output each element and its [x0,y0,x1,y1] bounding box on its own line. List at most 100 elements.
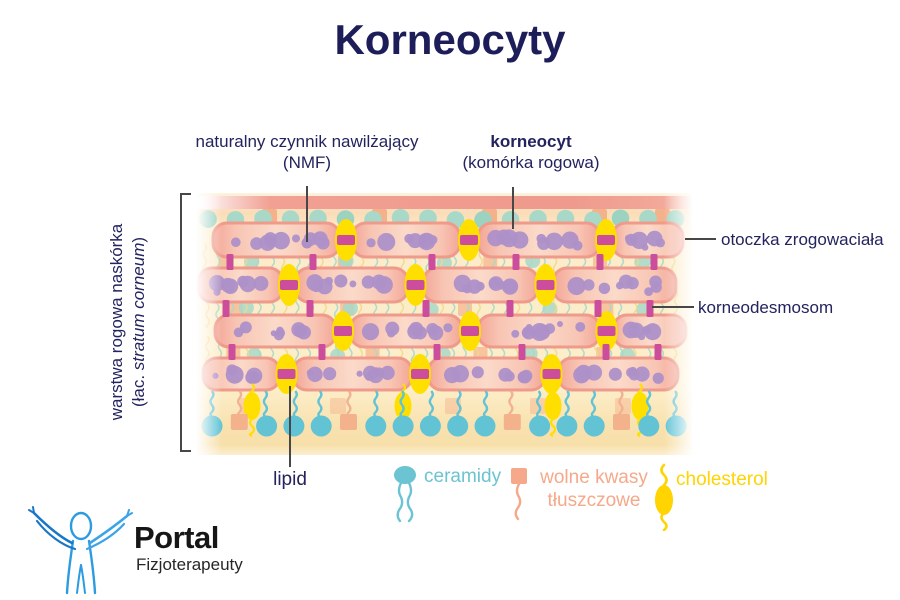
nmf-granule [573,366,590,384]
stratum-corneum-bracket [180,193,191,452]
logo-portal-text: Portal [134,520,219,555]
label-otoczka: otoczka zrogowaciała [721,230,884,249]
nmf-granule [324,276,333,285]
fatty-acid-square [613,414,630,430]
nmf-granule [649,275,662,289]
nmf-granule [225,365,244,384]
ceramide-head [256,415,278,437]
corneodesmosome [596,254,604,270]
corneodesmosome [222,300,230,317]
nmf-granule [323,367,337,381]
nmf-granule [428,235,438,245]
top-skin-bar [196,196,692,209]
nmf-granule [471,366,484,379]
corneodesmosome [337,235,355,245]
nmf-granule [536,233,547,244]
nmf-granule [361,275,375,289]
nmf-granule [652,372,664,384]
lipid-tail-squiggle [399,390,405,418]
cholesterol-shape [631,392,649,420]
nmf-granule [556,321,564,328]
ceramide-head [447,415,469,437]
corneodesmosome [518,344,526,360]
nmf-granule [420,235,429,244]
label-nmf: naturalny czynnik nawilżający (NMF) [196,131,419,173]
corneodesmosome [306,300,314,317]
corneodesmosome [422,300,430,317]
gap-ceramide-head [342,300,358,316]
nmf-granule [443,323,453,333]
corneodesmosome [536,280,555,290]
cholesterol-shape [243,392,261,420]
nmf-granule [511,329,520,338]
nmf-granule [644,287,654,296]
gap-fatty-acid-square [228,302,243,316]
ceramide-head [283,415,305,437]
corneodesmosome [277,369,296,379]
nmf-granule [498,367,513,382]
ceramide-head [474,415,496,437]
nmf-granule [306,369,314,376]
nmf-granule [643,325,652,334]
lipid-tail-squiggle [482,390,489,418]
legend-wolne-kwasy-label: wolne kwasy tłuszczowe [540,467,648,511]
label-korneocyt: korneocyt (komórka rogowa) [463,131,600,173]
lipid-tail-squiggle [590,390,597,418]
corneodesmosome [654,344,662,360]
label-nmf-line2: (NMF) [282,153,332,172]
legend-cholesterol-label: cholesterol [676,469,768,490]
corneodesmosome [318,344,326,360]
label-korneodesmosom: korneodesmosom [698,298,834,317]
nmf-granule [545,232,563,251]
nmf-granule [575,321,586,332]
nmf-granule [407,233,423,249]
nmf-granule [292,234,301,243]
edge-fades [196,193,694,455]
nmf-granule [220,277,236,293]
cholesterol-shape [544,392,562,420]
corneodesmosome [411,369,429,379]
side-label-line2: (łac. stratum corneum) [129,236,148,408]
nmf-granule [356,370,363,377]
ceramide-head [392,415,414,437]
gap-fatty-acid-square [330,398,346,414]
label-stratum-corneum: warstwa rogowa naskórka (łac. stratum co… [106,172,150,472]
nmf-granule [572,240,583,251]
fatty-acid-icon [511,468,527,521]
nmf-granule [646,230,663,247]
lipid-tail-squiggle [317,390,323,418]
corneodesmosome [226,254,234,270]
page-title: Korneocyty [334,16,566,63]
corneodesmosome [542,369,561,379]
ceramide-head [310,415,332,437]
ceramide-head [583,415,605,437]
corneodesmosome [506,300,514,317]
fatty-acid-square [340,414,357,430]
corneodesmosome [597,235,615,245]
lipid-tail-squiggle [508,390,514,418]
lipid-tail-squiggle [292,390,299,418]
corneodesmosome [650,254,658,270]
corneodesmosome [597,326,616,336]
logo-fizjoterapeuty-text: Fizjoterapeuty [136,555,243,574]
lipid-tail-squiggle [618,390,624,418]
nmf-granule [451,365,469,383]
corneodesmosome [594,300,602,317]
nmf-granule [371,274,387,290]
nmf-granule [511,231,529,249]
lipid-tail-squiggle [564,390,570,418]
lipid-tail-squiggle [262,390,269,418]
corneodesmosome [646,300,654,317]
lipid-tail-squiggle [236,390,243,418]
lipid-tail-squiggle [535,390,542,418]
nmf-granule [641,243,649,251]
nmf-granule [250,237,263,250]
corneodesmosome [428,254,436,270]
corneodesmosome [460,235,478,245]
nmf-granule [310,279,323,293]
corneodesmosome [406,280,425,290]
nmf-granule [233,327,244,338]
nmf-granule [312,231,328,247]
nmf-granule [622,321,640,339]
